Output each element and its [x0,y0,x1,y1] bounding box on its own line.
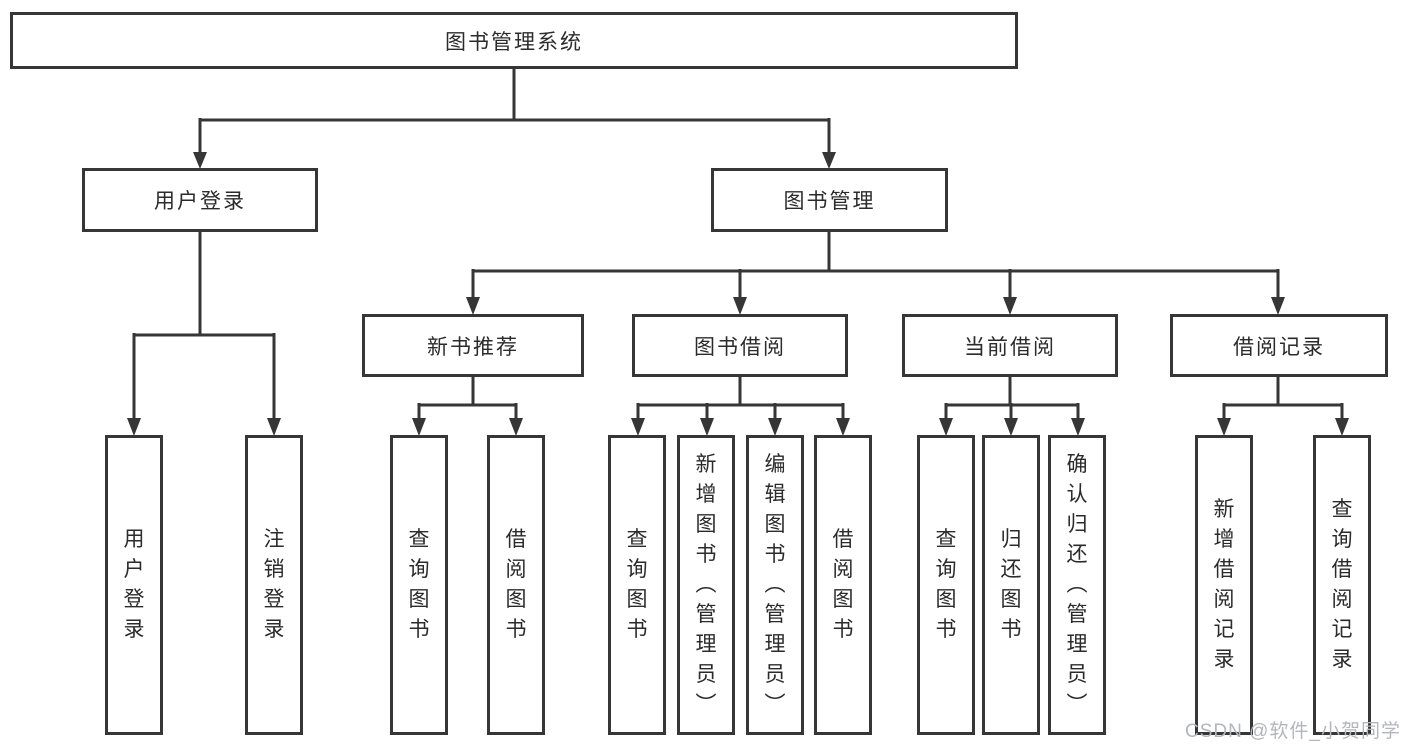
leaf-nb-query-books: 查询图书 [390,435,448,735]
leaf-label: 编辑图书︵管理员︶ [764,453,786,716]
node-book-borrow: 图书借阅 [632,314,848,377]
leaf-label: 归还图书 [1000,528,1022,641]
leaf-label: 注销登录 [263,528,285,641]
leaf-label: 新增借阅记录 [1213,498,1235,671]
connector-user-login-to-leaves [127,232,281,436]
leaf-label: 借阅图书 [505,528,527,641]
connector-book-borrow-to-leaves [631,376,850,436]
leaf-label: 用户登录 [123,528,145,641]
leaf-br-add-record: 新增借阅记录 [1195,435,1253,735]
connector-new-books-to-leaves [412,376,523,436]
node-label: 图书管理系统 [445,30,583,54]
node-label: 图书借阅 [694,335,786,359]
leaf-bb-query-books: 查询图书 [608,435,666,735]
leaf-cb-confirm-return-admin: 确认归还︵管理员︶ [1048,435,1106,735]
leaf-label: 借阅图书 [832,528,854,641]
node-label: 借阅记录 [1233,335,1325,359]
node-current-borrow: 当前借阅 [902,314,1118,377]
node-book-management: 图书管理 [711,168,948,232]
connector-root-to-level1 [193,68,836,169]
connector-current-borrow-to-leaves [939,376,1085,436]
leaf-label: 查询图书 [408,528,430,641]
node-borrow-records: 借阅记录 [1170,314,1388,377]
leaf-logout: 注销登录 [245,435,303,735]
leaf-label: 查询借阅记录 [1331,498,1353,671]
csdn-watermark: CSDN @软件_小贺同学 [1185,721,1401,742]
leaf-cb-query-books: 查询图书 [917,435,975,735]
leaf-bb-edit-book-admin: 编辑图书︵管理员︶ [746,435,804,735]
leaf-label: 查询图书 [935,528,957,641]
leaf-bb-add-book-admin: 新增图书︵管理员︶ [677,435,735,735]
leaf-label: 新增图书︵管理员︶ [695,453,717,716]
leaf-label: 查询图书 [626,528,648,641]
connector-book-management-to-level2 [466,232,1285,315]
leaf-cb-return-books: 归还图书 [982,435,1040,735]
node-label: 新书推荐 [427,335,519,359]
leaf-br-query-record: 查询借阅记录 [1313,435,1371,735]
leaf-nb-borrow-books: 借阅图书 [487,435,545,735]
leaf-user-login: 用户登录 [105,435,163,735]
node-new-book-recommend: 新书推荐 [362,314,584,377]
leaf-label: 确认归还︵管理员︶ [1066,453,1088,716]
node-user-login: 用户登录 [82,168,318,232]
node-label: 图书管理 [783,190,876,213]
connector-borrow-records-to-leaves [1217,376,1349,436]
leaf-bb-borrow-books: 借阅图书 [814,435,872,735]
node-label: 当前借阅 [964,335,1056,359]
node-label: 用户登录 [154,190,246,213]
node-library-management-system: 图书管理系统 [10,12,1018,69]
